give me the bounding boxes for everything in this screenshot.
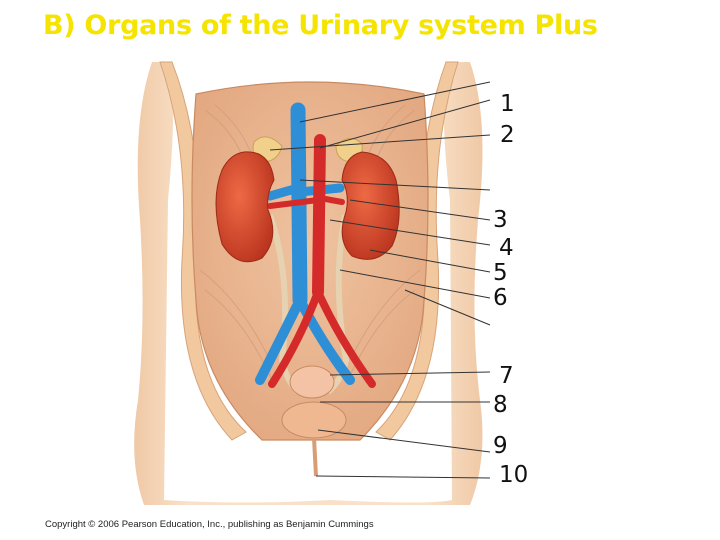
label-10: 10 [499, 462, 529, 488]
label-7: 7 [499, 363, 514, 389]
copyright-notice: Copyright © 2006 Pearson Education, Inc.… [45, 519, 374, 530]
left-kidney [215, 151, 275, 263]
leader-lines [269, 81, 491, 479]
label-3: 3 [493, 207, 508, 233]
label-9: 9 [493, 433, 508, 459]
torso [134, 62, 483, 505]
label-5: 5 [493, 260, 508, 286]
label-6: 6 [493, 285, 508, 311]
label-1: 1 [500, 91, 515, 117]
slide-title: B) Organs of the Urinary system Plus [43, 10, 598, 41]
uterus [289, 365, 335, 399]
urethra [312, 437, 318, 477]
right-kidney [341, 151, 400, 260]
label-2: 2 [500, 122, 515, 148]
label-4: 4 [499, 235, 514, 261]
label-8: 8 [493, 392, 508, 418]
